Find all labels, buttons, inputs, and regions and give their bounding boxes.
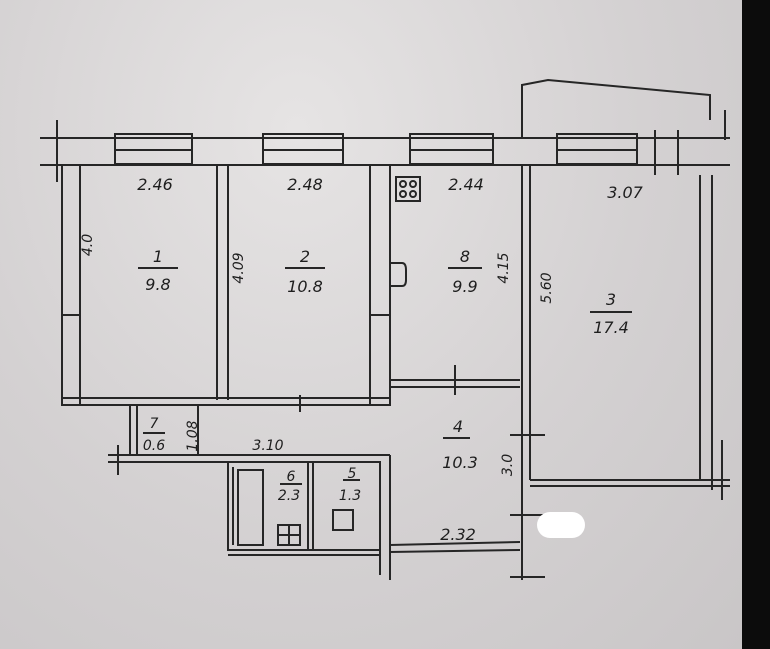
room-7-depth: 1.08 <box>185 420 201 451</box>
sink-icon <box>390 262 407 287</box>
room-2-depth: 4.09 <box>231 252 247 283</box>
redaction-mark <box>537 512 585 538</box>
room-2-width: 2.48 <box>287 175 323 194</box>
room-2-area: 10.8 <box>287 277 323 296</box>
room-4-number: 4 <box>453 417 463 436</box>
corridor-length: 3.10 <box>252 438 283 454</box>
room-3-width: 3.07 <box>607 183 643 202</box>
room-8-width: 2.44 <box>448 175 484 194</box>
stove-icon <box>395 176 421 202</box>
room-4-area: 10.3 <box>442 453 478 472</box>
room-3-number: 3 <box>606 290 616 309</box>
room-6-number: 6 <box>287 469 296 485</box>
room-5-area: 1.3 <box>339 488 361 504</box>
image-border <box>742 0 770 649</box>
room-7-number: 7 <box>150 416 159 432</box>
room-4-width: 2.32 <box>440 525 476 544</box>
room-8-area: 9.9 <box>452 277 477 296</box>
room-labels: 1 9.8 2.46 4.0 2 10.8 2.48 4.09 8 9.9 2.… <box>80 175 644 544</box>
room-6-area: 2.3 <box>278 488 300 504</box>
room-1-depth: 4.0 <box>80 234 96 256</box>
room-1-number: 1 <box>153 247 163 266</box>
room-1-area: 9.8 <box>145 275 170 294</box>
room-2-number: 2 <box>300 247 310 266</box>
room-4-depth: 3.0 <box>500 454 516 476</box>
walls <box>40 78 730 580</box>
floor-plan: 1 9.8 2.46 4.0 2 10.8 2.48 4.09 8 9.9 2.… <box>40 78 730 580</box>
room-8-depth: 4.15 <box>496 252 512 283</box>
room-3-depth: 5.60 <box>539 272 555 303</box>
room-1-width: 2.46 <box>137 175 173 194</box>
room-7-area: 0.6 <box>143 438 165 454</box>
room-3-area: 17.4 <box>593 318 629 337</box>
room-5-number: 5 <box>348 466 357 482</box>
room-8-number: 8 <box>460 247 470 266</box>
